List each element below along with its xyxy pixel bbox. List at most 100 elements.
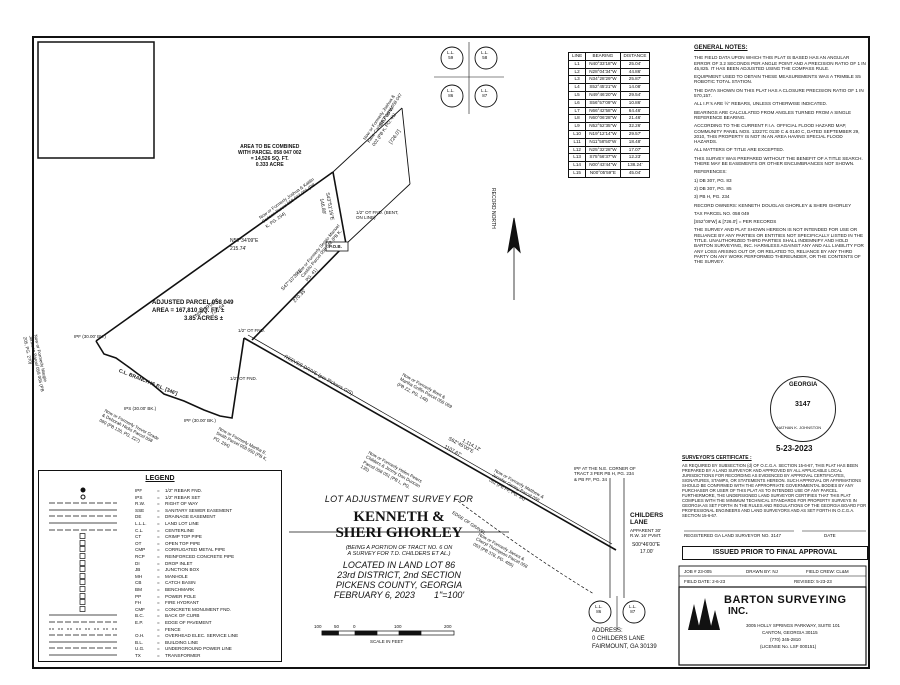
legend-description: OVERHEAD ELEC. SERVICE LINE — [165, 633, 239, 639]
legend-equals: = — [157, 501, 160, 507]
title-sub2: A SURVEY FOR T.D. CHILDERS ET AL.) — [347, 551, 451, 557]
legend-symbol-icon — [45, 566, 121, 574]
legend-description: EDGE OF PAVEMENT — [165, 620, 212, 625]
legend-abbr: B.L. — [135, 639, 144, 645]
scale-label: SCALE IN FEET — [370, 639, 404, 644]
road-edge — [247, 334, 613, 545]
seal-state: GEORGIA — [789, 382, 818, 388]
drawn-by: DRAWN BY: NJ — [746, 569, 778, 574]
legend-item: IPS=1/2" REBAR SET — [45, 494, 277, 502]
scale-bar — [321, 630, 455, 636]
general-note: BEARINGS ARE CALCULATED FROM ANGLES TURN… — [694, 109, 852, 120]
general-note: REFERENCES: — [694, 169, 727, 175]
title-sub1: (BEING A PORTION OF TRACT NO. 6 ON — [345, 545, 453, 551]
legend-item: R.W.=RIGHT OF WAY — [45, 500, 277, 508]
certificate-text: AS REQUIRED BY SUBSECTION (d) OF O.C.G.A… — [682, 463, 867, 518]
legend-description: DROP INLET — [165, 560, 193, 566]
legend-symbol-icon — [45, 553, 121, 561]
legend-description: CATCH BASIN — [165, 580, 196, 586]
adjusted-parcel-label: ADJUSTED PARCEL 058 049 — [152, 300, 234, 306]
seal-name: NATHAN K. JOHNSTON — [777, 425, 822, 430]
general-note: 2) DB 307, PG. 85 — [694, 185, 732, 191]
legend-abbr: TX — [135, 653, 141, 658]
legend-description: BACK OF CURB — [165, 613, 200, 619]
legend-description: OPEN TOP PIPE — [165, 540, 201, 546]
general-note: RECORD OWNERS: KENNETH DOUGLAS GHORLEY &… — [694, 202, 852, 208]
legend-item: BM=BENCHMARK — [45, 586, 277, 594]
date-label: DATE — [824, 533, 836, 538]
adjusted-area-label: AREA = 167,810 SQ. FT. ± — [152, 308, 225, 314]
legend-item: E.P.=EDGE OF PAVEMENT — [45, 619, 277, 627]
legend-symbol-icon — [45, 592, 121, 601]
legend-abbr: CMP — [135, 547, 146, 553]
north-arrow — [507, 217, 521, 300]
land-lot-label: L.L.87 — [629, 604, 637, 615]
tree-logo-icon — [688, 598, 720, 630]
legend-equals: = — [157, 527, 160, 533]
general-note: THIS SURVEY WAS PREPARED WITHOUT THE BEN… — [694, 155, 863, 167]
recording-box — [37, 41, 155, 159]
scale-tick: 100 — [394, 624, 402, 629]
legend-item: PP=POWER POLE — [45, 592, 277, 601]
address-line2: FAIRMOUNT, GA 30139 — [592, 644, 657, 650]
general-note: ALL I.P.'s ARE ½" REBARS, UNLESS OTHERWI… — [694, 101, 828, 107]
title-name1: KENNETH & — [353, 509, 445, 525]
scale-tick: 100 — [314, 624, 322, 629]
legend-abbr: SSE — [135, 507, 145, 513]
general-note: [S52°09'W] & [726.0'] = PER RECORDS — [694, 219, 777, 225]
legend-item: DE=DRAINAGE EASEMENT — [45, 513, 277, 521]
legend-description: CENTERLINE — [165, 527, 195, 533]
legend-title: LEGEND — [145, 475, 175, 482]
south-branch-line — [95, 337, 245, 419]
monument-label: IPF (30.00' BK.) — [74, 334, 106, 339]
legend-abbr: PP — [135, 593, 142, 599]
legend-description: 1/2" REBAR FND. — [165, 488, 203, 493]
title-date: FEBRUARY 6, 2023 — [333, 590, 415, 600]
land-lot-label: L.L.86 — [447, 88, 455, 99]
legend-item: B.C.=BACK OF CURB — [45, 612, 277, 620]
legend-abbr: CB — [135, 580, 142, 586]
pob-label: P.O.B. — [329, 244, 342, 249]
legend-equals: = — [157, 639, 160, 645]
legend-abbr: FH — [135, 600, 142, 606]
legend-item: B.L.=BUILDING LINE — [45, 639, 277, 647]
legend-abbr: OT — [135, 540, 142, 546]
general-note: THE SURVEY AND PLAT SHOWN HEREON IS NOT … — [694, 227, 864, 265]
legend-item: CT=CRIMP TOP PIPE — [45, 533, 277, 541]
company-address1: 3005 HOLLY SPRINGS PARKWAY, SUITE 101 — [746, 623, 840, 628]
legend-symbol-icon — [45, 539, 121, 548]
revised-date: REVISED: 5-23-23 — [794, 579, 832, 584]
legend-symbol-icon — [45, 533, 121, 541]
address-label: ADDRESS: — [592, 628, 623, 634]
bearing-label: N59°34'09"E — [230, 238, 259, 244]
general-note: ACCORDING TO THE CURRENT F.I.A. OFFICIAL… — [694, 123, 860, 145]
legend-item: L.L.L.=LAND LOT LINE — [45, 520, 277, 528]
legend-description: JUNCTION BOX — [165, 567, 200, 573]
legend-item: RCP=REINFORCED CONCRETE PIPE — [45, 553, 277, 561]
legend-description: DRAINAGE EASEMENT — [165, 514, 216, 520]
legend-abbr: IPS — [135, 494, 143, 500]
road-childers-label: CHILDERS LANE — [630, 512, 664, 526]
legend-item: SSE=SANITARY SEWER EASEMENT — [45, 507, 277, 515]
legend-abbr: L.L.L. — [135, 521, 147, 526]
general-note: THE DATA SHOWN ON THIS PLAT HAS A CLOSUR… — [694, 87, 864, 99]
legend-item: FH=FIRE HYDRANT — [45, 599, 277, 607]
company-address2: CANTON, GEORGIA 30115 — [762, 630, 818, 635]
legend-abbr: O.H. — [135, 633, 145, 639]
title-name2: SHERI GHORLEY — [335, 525, 463, 541]
scale-tick: 200 — [444, 624, 452, 629]
address-line1: 0 CHILDERS LANE — [592, 636, 645, 642]
childers-note: APPARENT 30' R.W. 16' PVMT. — [630, 528, 662, 539]
record-north-label: RECORD NORTH — [490, 188, 496, 229]
legend-symbol-icon — [45, 632, 121, 640]
legend-description: BENCHMARK — [165, 587, 195, 592]
seal-reg: 3147 — [795, 401, 811, 408]
legend-item: TX=TRANSFORMER — [45, 652, 277, 660]
legend-description: POWER POLE — [165, 593, 196, 599]
legend-equals: = — [157, 554, 160, 559]
legend-abbr: U.G. — [135, 646, 145, 652]
legend-symbol-icon — [45, 599, 121, 607]
